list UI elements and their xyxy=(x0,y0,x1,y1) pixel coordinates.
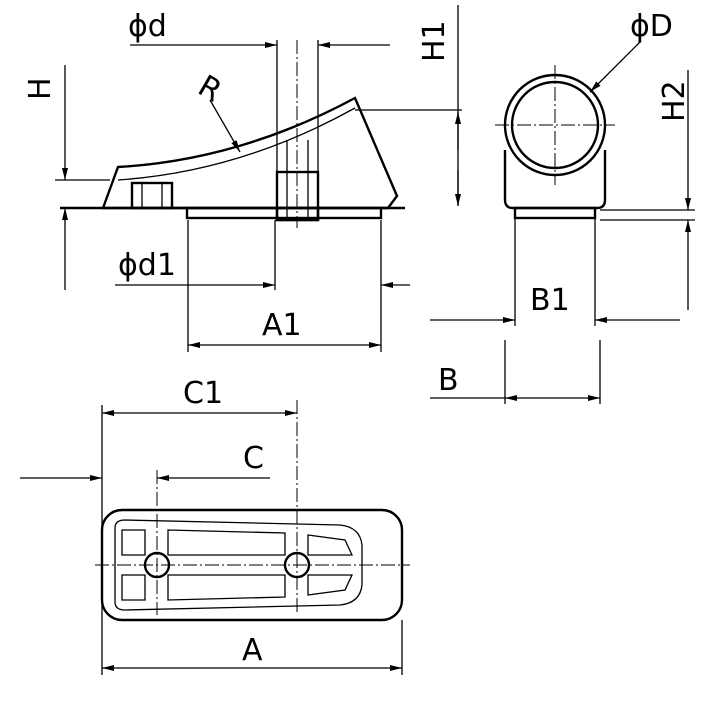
label-A1: A1 xyxy=(262,308,302,343)
label-H1: H1 xyxy=(417,20,452,62)
dim-B1: B1 xyxy=(430,218,680,326)
dim-R: R xyxy=(192,69,241,153)
base-pad xyxy=(185,206,383,220)
label-H2: H2 xyxy=(657,80,692,122)
dim-H1: H1 xyxy=(355,5,462,206)
dim-A: A xyxy=(102,620,403,675)
dim-C: C xyxy=(20,441,270,481)
side-body xyxy=(101,96,399,210)
label-phi-d1: ϕd1 xyxy=(118,248,176,283)
label-B: B xyxy=(438,363,459,398)
label-C: C xyxy=(243,441,264,476)
dim-phi-D: ϕD xyxy=(589,9,673,93)
label-R: R xyxy=(192,69,228,110)
dim-C1: C1 xyxy=(101,376,297,675)
label-phi-D: ϕD xyxy=(630,9,673,44)
label-H: H xyxy=(23,77,58,100)
dim-H: H xyxy=(23,65,110,290)
dim-phi-d: ϕd xyxy=(128,9,390,172)
pocket xyxy=(130,181,174,210)
front-view xyxy=(495,65,615,220)
dim-H2: H2 xyxy=(600,70,695,310)
radius-curve xyxy=(117,107,356,181)
top-view xyxy=(95,400,410,622)
dim-A1: A1 xyxy=(187,220,382,352)
label-B1: B1 xyxy=(530,283,570,318)
top-inner-outline xyxy=(114,519,363,611)
side-view xyxy=(60,40,405,228)
dim-phi-d1: ϕd1 xyxy=(115,220,410,290)
label-phi-d: ϕd xyxy=(128,9,167,44)
dim-B: B xyxy=(430,340,601,404)
label-A: A xyxy=(242,633,263,668)
label-C1: C1 xyxy=(183,376,223,411)
